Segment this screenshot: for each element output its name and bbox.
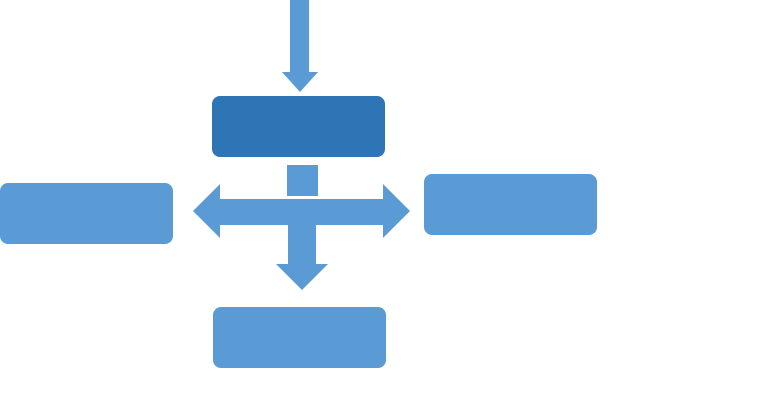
node-top[interactable]: [212, 96, 385, 157]
branch-arrow: [193, 165, 410, 290]
down-arrow: [276, 225, 328, 290]
incoming-arrow: [282, 0, 318, 92]
node-top-box: [212, 96, 385, 157]
left-right-arrow: [193, 184, 410, 238]
node-bottom[interactable]: [213, 307, 386, 368]
node-left[interactable]: [0, 183, 173, 244]
node-right-box: [424, 174, 597, 235]
node-right[interactable]: [424, 174, 597, 235]
node-bottom-box: [213, 307, 386, 368]
branch-stem: [287, 165, 318, 196]
node-left-box: [0, 183, 173, 244]
